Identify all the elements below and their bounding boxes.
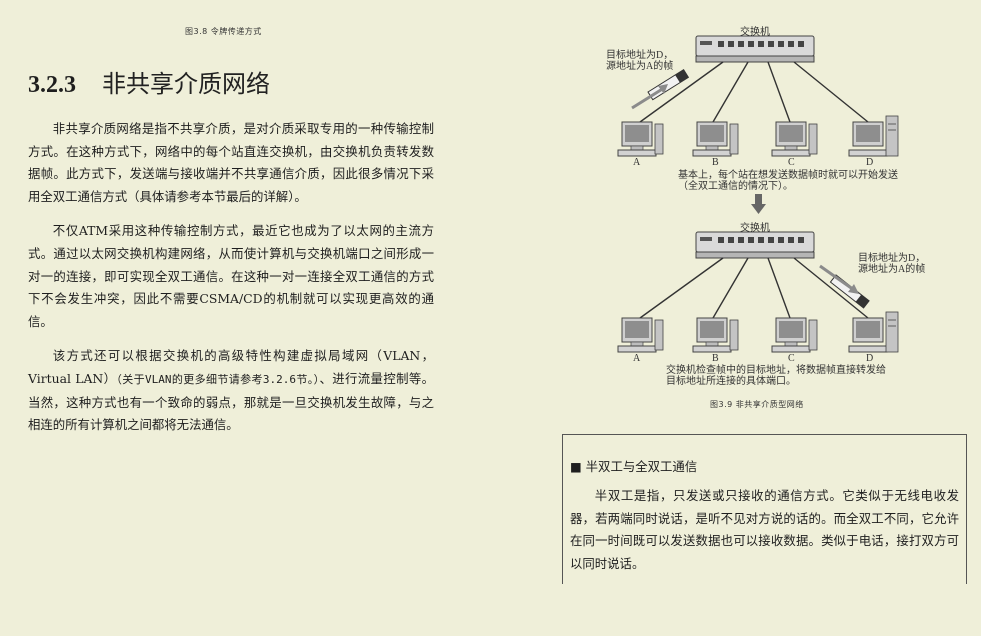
frame-label: 目标地址为D， 源地址为A的帧	[858, 253, 926, 275]
computer-label-c: C	[788, 353, 795, 364]
paragraph-1: 非共享介质网络是指不共享介质，是对介质采取专用的一种传输控制方式。在这种方式下，…	[28, 121, 434, 204]
computer-label-b: B	[712, 353, 719, 364]
sidebar-title-text: 半双工与全双工通信	[585, 459, 698, 474]
computer-icon	[848, 115, 899, 157]
computer-icon	[771, 317, 818, 353]
network-cables	[639, 257, 869, 319]
switch-icon	[695, 231, 815, 259]
switch-label: 交换机	[740, 223, 770, 234]
computer-label-a: A	[633, 353, 641, 364]
vlan-reference-note: （关于VLAN的更多细节请参考3.2.6节。）	[116, 372, 320, 386]
arrow-icon	[631, 84, 668, 110]
network-diagram-svg	[617, 35, 899, 353]
top-figure-caption: 图3.8 令牌传递方式	[185, 27, 262, 36]
frame-label: 目标地址为D， 源地址为A的帧	[606, 50, 674, 72]
computer-label-b: B	[712, 157, 719, 168]
computer-icon	[692, 121, 739, 157]
computer-icon	[617, 317, 664, 353]
network-diagram: 交换机 目标地址为D， 源地址为A的帧 A B C D 基本上，每个站在想发送数…	[598, 20, 938, 415]
computer-icon	[848, 311, 899, 353]
paragraph-3-text-end: 、进行流量控制等。当然，这种方式也有一个致命的弱点，那就是一旦交换机发生故障，与…	[28, 370, 435, 433]
down-arrow-icon	[751, 194, 766, 214]
paragraph-3: 该方式还可以根据交换机的高级特性构建虚拟局域网（VLAN，Virtual LAN…	[28, 345, 434, 436]
figure-caption: 图3.9 非共享介质型网络	[710, 400, 804, 409]
full-duplex-explanation: 基本上，每个站在想发送数据帧时就可以开始发送 （全双工通信的情况下）。	[678, 170, 898, 192]
sidebar-box: ■ 半双工与全双工通信 半双工是指，只发送或只接收的通信方式。它类似于无线电收发…	[562, 434, 967, 584]
switch-forwarding-explanation: 交换机检查帧中的目标地址，将数据帧直接转发给 目标地址所连接的具体端口。	[666, 365, 886, 387]
arrow-icon	[819, 264, 859, 294]
network-cables	[639, 61, 869, 123]
computer-icon	[617, 121, 664, 157]
computer-label-d: D	[866, 157, 874, 168]
computer-label-d: D	[866, 353, 874, 364]
section-number: 3.2.3	[28, 72, 76, 98]
sidebar-body: 半双工是指，只发送或只接收的通信方式。它类似于无线电收发器，若两端同时说话，是听…	[570, 488, 959, 571]
paragraph-2: 不仅ATM采用这种传输控制方式，最近它也成为了以太网的主流方式。通过以太网交换机…	[28, 223, 434, 329]
switch-icon	[695, 35, 815, 63]
section-heading: 3.2.3 非共享介质网络	[28, 64, 270, 99]
computer-icon	[771, 121, 818, 157]
computer-label-a: A	[633, 157, 641, 168]
switch-label: 交换机	[740, 27, 770, 38]
section-title: 非共享介质网络	[102, 70, 270, 98]
computer-icon	[692, 317, 739, 353]
bullet-icon: ■	[570, 459, 582, 474]
sidebar-title: ■ 半双工与全双工通信	[570, 457, 959, 475]
paragraph-3-text: 该方式还可以根据交换机的高级特性构建虚拟局域网（VLAN，Virtual LAN…	[28, 348, 434, 386]
computer-label-c: C	[788, 157, 795, 168]
body-text: 非共享介质网络是指不共享介质，是对介质采取专用的一种传输控制方式。在这种方式下，…	[28, 118, 434, 449]
